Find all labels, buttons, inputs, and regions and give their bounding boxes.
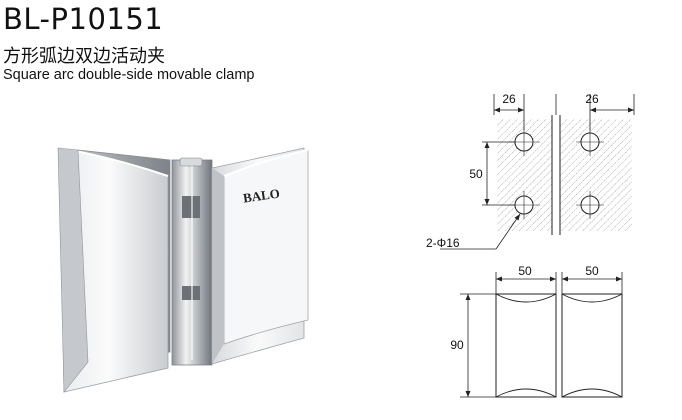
dim-front-width-left: 50 [518,264,532,278]
dim-top-left: 26 [502,92,516,106]
brand-logo: BALO [242,186,281,206]
front-view-drawing [460,272,623,398]
product-name-chinese: 方形弧边双边活动夹 [3,46,165,67]
clamp-product-image [57,147,309,393]
dim-front-width-right: 50 [585,264,599,278]
top-view-drawing [440,94,635,250]
dim-top-right: 26 [585,92,599,106]
hole-diameter-label: 2-Φ16 [426,236,460,250]
product-model-title: BL-P10151 [3,2,164,36]
dim-hole-spacing: 50 [469,167,483,181]
dim-front-height: 90 [450,338,464,352]
product-name-english: Square arc double-side movable clamp [3,67,255,83]
